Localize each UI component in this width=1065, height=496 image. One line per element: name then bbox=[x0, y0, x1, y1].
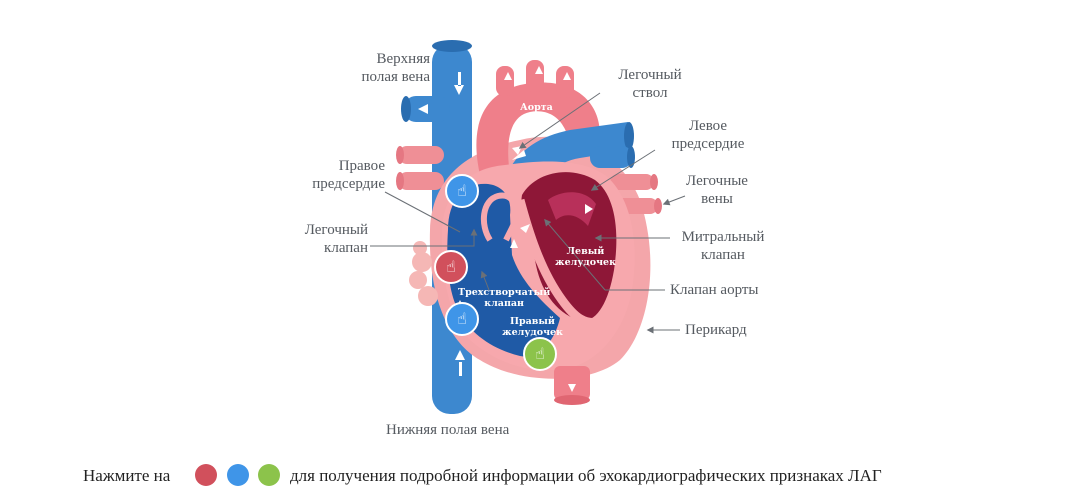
label-inferior-vena-cava: Нижняя полая вена bbox=[386, 422, 510, 438]
left-atrium-line-1: Левое bbox=[688, 118, 728, 134]
hotspot-blue-right-atrium[interactable]: ☝ bbox=[445, 174, 479, 208]
hand-pointer-icon: ☝ bbox=[457, 309, 467, 328]
left-ventricle-line-2: желудочек bbox=[555, 257, 616, 268]
pulmonary-valve-shape bbox=[480, 192, 519, 242]
pulmonary-trunk-line-1: Легочный bbox=[618, 67, 682, 83]
footer-suffix: для получения подробной информации об эх… bbox=[290, 466, 882, 485]
aorta bbox=[476, 60, 600, 175]
left-ventricle-line-1: Левый bbox=[566, 246, 605, 257]
label-pulmonary-trunk: Легочный ствол bbox=[605, 66, 695, 102]
label-mitral-valve: Митральный клапан bbox=[668, 228, 778, 264]
mitral-valve-line-2: клапан bbox=[701, 247, 745, 263]
label-pericardium: Перикард bbox=[685, 322, 747, 338]
footer-green-dot[interactable] bbox=[258, 464, 280, 486]
descending-aorta bbox=[554, 366, 590, 400]
leader-lines bbox=[370, 92, 686, 334]
left-atrium-shape bbox=[548, 192, 596, 226]
fat-tissue bbox=[409, 241, 438, 306]
left-ventricle-inner-label: Левый желудочек bbox=[555, 246, 616, 268]
hand-pointer-icon: ☝ bbox=[535, 344, 545, 363]
superior-vena-cava-line-2: полая вена bbox=[361, 69, 430, 85]
tricuspid-line-1: Трехстворчатый bbox=[458, 287, 551, 298]
pulmonary-veins-line-1: Легочные bbox=[686, 173, 748, 189]
hotspot-red-tricuspid[interactable]: ☝ bbox=[434, 250, 468, 284]
pulmonary-valve-line-1: Легочный bbox=[304, 222, 368, 238]
pulmonary-valve-line-2: клапан bbox=[324, 240, 368, 256]
right-ventricle-line-2: желудочек bbox=[502, 327, 563, 338]
footer-blue-dot[interactable] bbox=[227, 464, 249, 486]
hotspot-blue-right-ventricle[interactable]: ☝ bbox=[445, 302, 479, 336]
septum bbox=[515, 198, 601, 328]
pulmonary-veins-line-2: вены bbox=[701, 191, 733, 207]
label-pulmonary-valve: Легочный клапан bbox=[280, 221, 368, 257]
superior-vena-cava-line-1: Верхняя bbox=[376, 51, 431, 67]
label-left-atrium: Левое предсердие bbox=[658, 117, 758, 153]
hotspot-green-ventricle[interactable]: ☝ bbox=[523, 337, 557, 371]
label-right-atrium: Правое предсердие bbox=[280, 157, 385, 193]
mitral-valve-line-1: Митральный bbox=[681, 229, 765, 245]
tricuspid-line-2: клапан bbox=[484, 298, 525, 309]
footer-instruction: Нажмите на для получения подробной инфор… bbox=[0, 461, 1065, 491]
right-atrium-line-2: предсердие bbox=[312, 176, 385, 192]
tricuspid-inner-label: Трехстворчатый клапан bbox=[458, 287, 550, 309]
footer-red-dot[interactable] bbox=[195, 464, 217, 486]
footer-prefix: Нажмите на bbox=[83, 466, 171, 485]
right-pulmonary-veins bbox=[396, 146, 444, 190]
label-pulmonary-veins: Легочные вены bbox=[672, 172, 762, 208]
right-ventricle-line-1: Правый bbox=[510, 316, 555, 327]
left-atrium-line-2: предсердие bbox=[671, 136, 745, 152]
pulmonary-trunk-line-2: ствол bbox=[632, 85, 668, 101]
label-aortic-valve: Клапан аорты bbox=[670, 282, 759, 298]
right-ventricle-inner-label: Правый желудочек bbox=[502, 316, 563, 338]
hand-pointer-icon: ☝ bbox=[446, 257, 456, 276]
label-superior-vena-cava: Верхняя полая вена bbox=[330, 50, 430, 86]
aorta-inner-label: Аорта bbox=[520, 102, 553, 113]
right-atrium-line-1: Правое bbox=[338, 158, 385, 174]
hand-pointer-icon: ☝ bbox=[457, 181, 467, 200]
